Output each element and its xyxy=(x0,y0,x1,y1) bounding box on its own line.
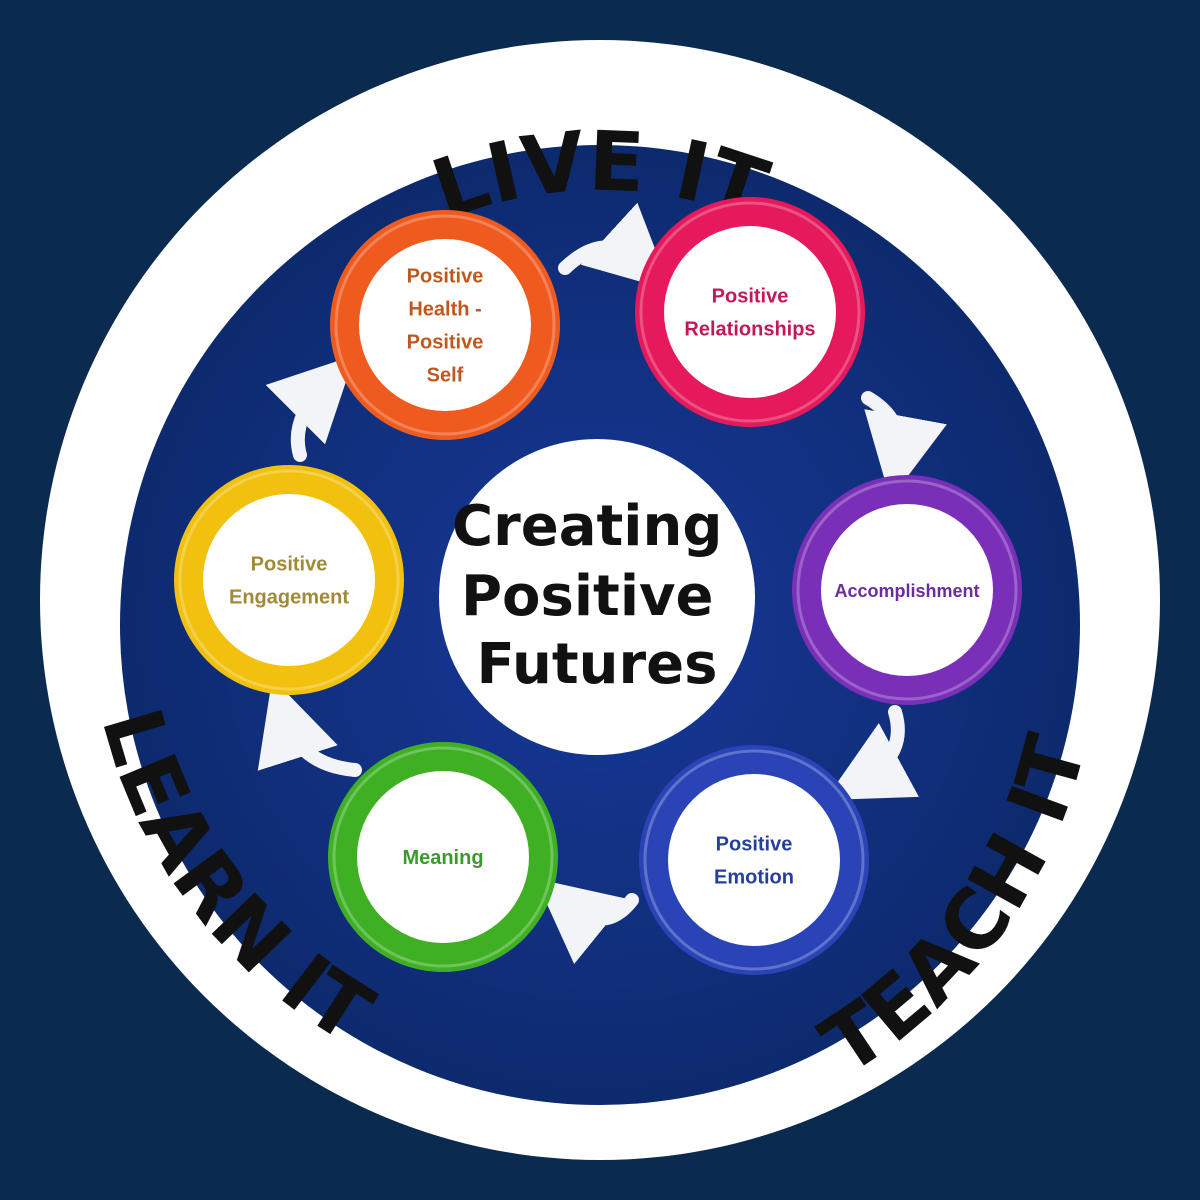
positive-engagement-label-line: Positive xyxy=(251,554,328,576)
arrow-meaning-to-engagement xyxy=(257,677,362,777)
accomplishment-label-line: Accomplishment xyxy=(834,581,979,601)
element-meaning: Meaning xyxy=(328,742,558,972)
positive-health-label-line: Positive xyxy=(407,332,484,354)
meaning-ring-highlight xyxy=(332,746,554,968)
positive-relationships-label-line: Relationships xyxy=(684,319,815,341)
meaning-label: Meaning xyxy=(402,847,483,869)
positive-emotion-label-line: Positive xyxy=(716,834,793,856)
arrow-accomplishment-to-emotion xyxy=(825,705,919,801)
positive-engagement-ring-highlight xyxy=(178,469,400,691)
center-line-2: Positive xyxy=(461,564,714,629)
element-accomplishment: Accomplishment xyxy=(792,475,1022,705)
arrow-relationships-to-accomplishment xyxy=(861,391,947,500)
meaning-label-line: Meaning xyxy=(402,847,483,869)
center-circle xyxy=(439,439,755,755)
positive-health-label-line: Positive xyxy=(407,266,484,288)
accomplishment-label: Accomplishment xyxy=(834,581,979,601)
positive-relationships-inner-circle xyxy=(664,226,836,398)
positive-relationships-label-line: Positive xyxy=(712,286,789,308)
center-line-3: Futures xyxy=(477,632,718,697)
positive-health-inner-circle xyxy=(359,239,531,411)
arrow-health-to-relationships xyxy=(558,202,672,291)
positive-emotion-label-line: Emotion xyxy=(714,867,794,889)
center-title: Creating Positive Futures xyxy=(452,494,742,697)
arrow-emotion-to-meaning xyxy=(535,878,639,965)
positive-health-ring-highlight xyxy=(334,214,556,436)
meaning-inner-circle xyxy=(357,771,529,943)
center-line-1: Creating xyxy=(452,494,722,559)
positive-engagement-label-line: Engagement xyxy=(229,587,349,609)
positive-emotion-ring-highlight xyxy=(643,749,865,971)
positive-relationships-ring-highlight xyxy=(639,201,861,423)
positive-engagement-inner-circle xyxy=(203,494,375,666)
positive-health-label-line: Health - xyxy=(408,299,481,321)
positive-health-label-line: Self xyxy=(427,365,464,387)
accomplishment-inner-circle xyxy=(821,504,993,676)
cycle-arrows xyxy=(257,202,947,965)
accomplishment-ring-highlight xyxy=(796,479,1018,701)
positive-emotion-inner-circle xyxy=(668,774,840,946)
arrow-engagement-to-health xyxy=(265,355,355,462)
